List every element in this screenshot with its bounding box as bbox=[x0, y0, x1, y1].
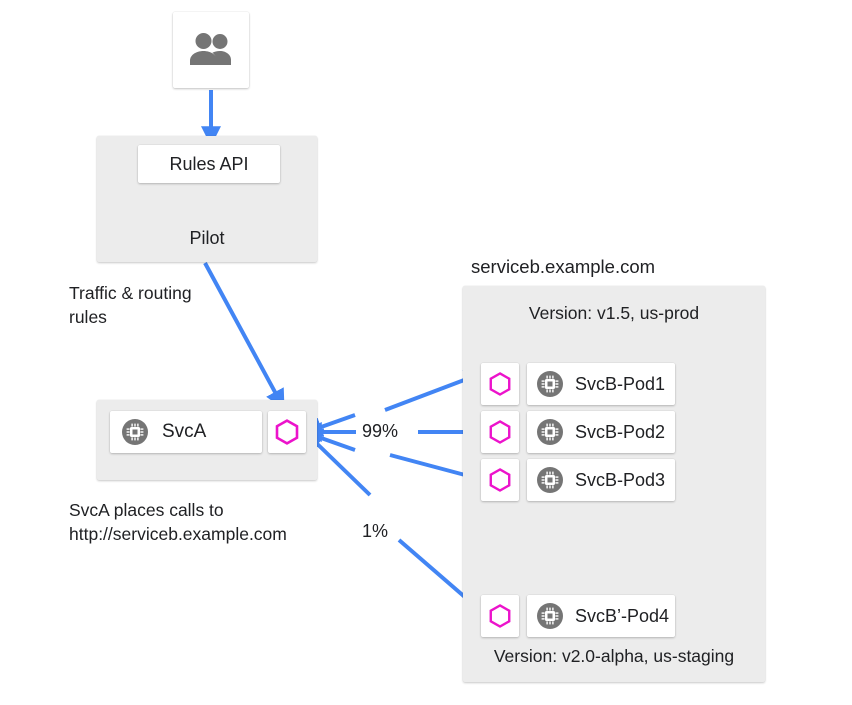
pilot-label: Pilot bbox=[189, 228, 225, 248]
traffic-percent-canary: 1% bbox=[362, 521, 389, 541]
pod-row: SvcB-Pod1 bbox=[481, 363, 693, 405]
serviceb-title: serviceb.example.com bbox=[471, 256, 656, 277]
pod-row: SvcB-Pod2 bbox=[481, 411, 693, 453]
svca-label: SvcA bbox=[162, 421, 207, 442]
pod1-proxy-card[interactable] bbox=[481, 363, 519, 405]
traffic-percent-primary: 99% bbox=[362, 421, 399, 441]
pod1-label: SvcB-Pod1 bbox=[575, 373, 666, 394]
users-card bbox=[173, 12, 249, 88]
pod3-service-card[interactable]: SvcB-Pod3 bbox=[527, 459, 675, 501]
pod-row: SvcB-Pod3 bbox=[481, 459, 693, 501]
rules-api-label: Rules API bbox=[169, 153, 249, 174]
svca-service-card[interactable]: SvcA bbox=[110, 411, 262, 453]
pod2-proxy-card[interactable] bbox=[481, 411, 519, 453]
pod2-label: SvcB-Pod2 bbox=[575, 421, 666, 442]
pod4-proxy-card[interactable] bbox=[481, 595, 519, 637]
svca-proxy-card[interactable] bbox=[268, 411, 306, 453]
cpu-chip-icon bbox=[122, 419, 148, 445]
pod4-label: SvcB’-Pod4 bbox=[575, 605, 670, 626]
envoy-hexagon-icon bbox=[489, 420, 511, 444]
cpu-chip-icon bbox=[537, 603, 563, 629]
envoy-hexagon-icon bbox=[489, 604, 511, 628]
pod4-service-card[interactable]: SvcB’-Pod4 bbox=[527, 595, 675, 637]
cpu-chip-icon bbox=[537, 467, 563, 493]
serviceb-version-prod: Version: v1.5, us-prod bbox=[528, 303, 700, 323]
envoy-hexagon-icon bbox=[275, 419, 299, 445]
traffic-routing-rules-caption: Traffic & routing rules bbox=[69, 283, 192, 327]
envoy-hexagon-icon bbox=[489, 468, 511, 492]
pod3-proxy-card[interactable] bbox=[481, 459, 519, 501]
pod1-service-card[interactable]: SvcB-Pod1 bbox=[527, 363, 675, 405]
cpu-chip-icon bbox=[537, 371, 563, 397]
rules-api-card[interactable]: Rules API bbox=[138, 145, 280, 183]
pod2-service-card[interactable]: SvcB-Pod2 bbox=[527, 411, 675, 453]
svca-calls-caption: SvcA places calls to http://serviceb.exa… bbox=[69, 500, 287, 544]
envoy-hexagon-icon bbox=[489, 372, 511, 396]
people-icon bbox=[190, 33, 231, 65]
cpu-chip-icon bbox=[537, 419, 563, 445]
serviceb-version-staging: Version: v2.0-alpha, us-staging bbox=[493, 646, 735, 666]
pod3-label: SvcB-Pod3 bbox=[575, 469, 666, 490]
pod-row: SvcB’-Pod4 bbox=[481, 595, 693, 637]
